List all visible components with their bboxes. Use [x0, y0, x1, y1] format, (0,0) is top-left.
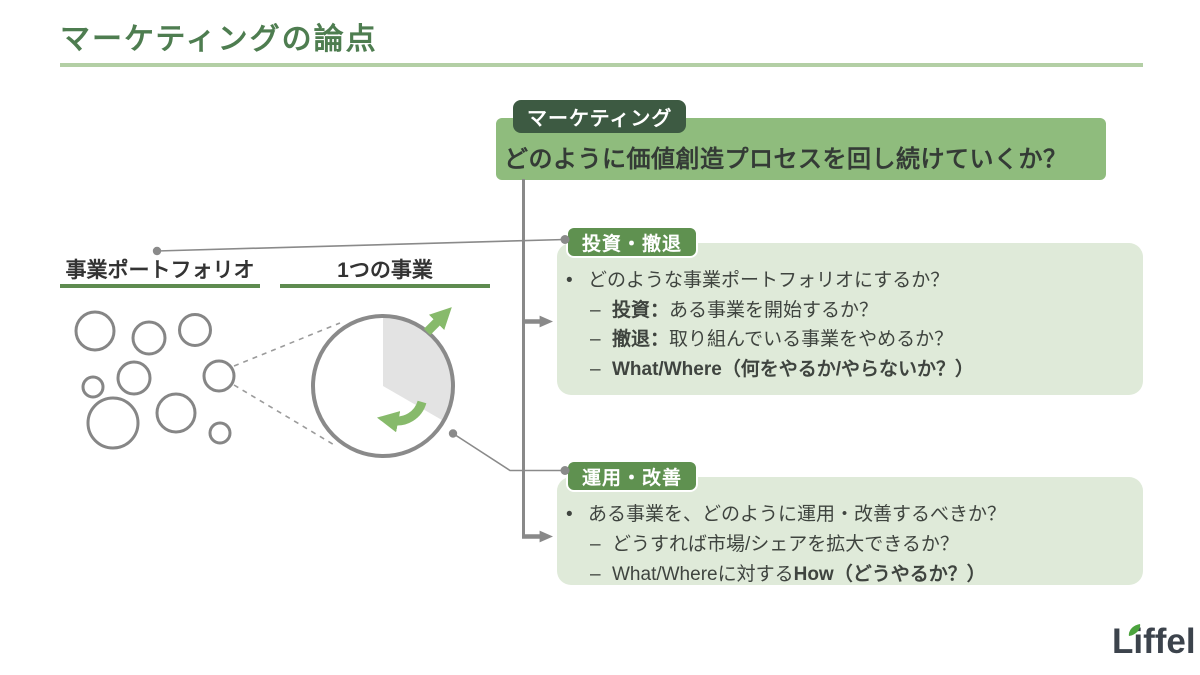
single-business-label: 1つの事業 [337, 259, 433, 282]
sub-text: どうすれば市場/シェアを拡大できるか？ [612, 534, 959, 555]
portfolio-underline [60, 284, 260, 288]
portfolio-circle [131, 320, 167, 356]
value-process-banner: どのように価値創造プロセスを回し続けていくか？ [496, 118, 1106, 180]
portfolio-circle [116, 360, 152, 396]
sub-bullet-row: – 撤退：取り組んでいる事業をやめるか？ [590, 325, 1138, 355]
logo-text: ffel [1143, 622, 1196, 661]
connector-dot [448, 429, 458, 438]
lead-bullet-row: • ある事業を、どのように運用・改善するべきか？ [566, 500, 1138, 530]
logo-text: i [1133, 622, 1144, 661]
lead-bullet-row: • どのような事業ポートフォリオにするか？ [566, 266, 1138, 296]
growth-arrow-icon [423, 307, 452, 336]
portfolio-circle [178, 313, 212, 347]
connector-portfolio-line [156, 238, 566, 252]
bullet-marker: • [566, 270, 573, 291]
zoom-dashed-line [233, 384, 337, 447]
operation-improvement-box [557, 477, 1143, 585]
lead-text: どのような事業ポートフォリオにするか？ [588, 270, 950, 291]
dash-marker: – [590, 358, 601, 380]
sub-text: What/Whereに対するHow（どうやるか？） [612, 564, 986, 585]
dash-marker: – [590, 534, 601, 555]
bullet-marker: • [566, 504, 573, 525]
liffel-logo: Liffel [1112, 622, 1196, 662]
investment-withdrawal-content: • どのような事業ポートフォリオにするか？ – 投資：ある事業を開始するか？ –… [566, 266, 1138, 384]
zoom-dashed-line [233, 322, 341, 367]
title-underline [60, 63, 1143, 67]
sub-bullet-row: – What/Whereに対するHow（どうやるか？） [590, 560, 1138, 590]
operation-improvement-content: • ある事業を、どのように運用・改善するべきか？ – どうすれば市場/シェアを拡… [566, 500, 1138, 590]
banner-question: どのように価値創造プロセスを回し続けていくか？ [504, 146, 1068, 173]
investment-withdrawal-badge: 投資・撤退 [566, 226, 699, 258]
sub-bullet-row: – どうすれば市場/シェアを拡大できるか？ [590, 530, 1138, 560]
single-business-underline [280, 284, 490, 288]
portfolio-circle [81, 375, 105, 399]
connector-business-line [452, 432, 565, 472]
sub-bullet-row: – What/Where（何をやるか/やらないか？） [590, 355, 1138, 385]
cycle-arrow-icon [376, 400, 427, 433]
portfolio-circle [74, 310, 116, 352]
portfolio-label: 事業ポートフォリオ [65, 259, 255, 282]
sub-text: 撤退：取り組んでいる事業をやめるか？ [612, 329, 954, 350]
business-circle-ring [311, 314, 455, 458]
dash-marker: – [590, 299, 601, 321]
dash-marker: – [590, 564, 601, 585]
sub-text: What/Where（何をやるか/やらないか？） [612, 358, 975, 380]
dash-marker: – [590, 329, 601, 350]
operation-improvement-badge: 運用・改善 [566, 460, 699, 492]
page-title: マーケティングの論点 [60, 23, 378, 56]
portfolio-circle [208, 421, 232, 445]
sub-bullet-row: – 投資：ある事業を開始するか？ [590, 296, 1138, 326]
portfolio-circles [74, 310, 236, 450]
portfolio-circle [86, 396, 140, 450]
sub-text: 投資：ある事業を開始するか？ [612, 299, 879, 321]
investment-withdrawal-box [557, 243, 1143, 395]
business-circle-fill [313, 316, 453, 456]
portfolio-circle [202, 359, 236, 393]
portfolio-circle [155, 392, 197, 434]
market-share-wedge [383, 316, 453, 421]
marketing-badge: マーケティング [513, 100, 687, 133]
lead-text: ある事業を、どのように運用・改善するべきか？ [588, 504, 1007, 525]
